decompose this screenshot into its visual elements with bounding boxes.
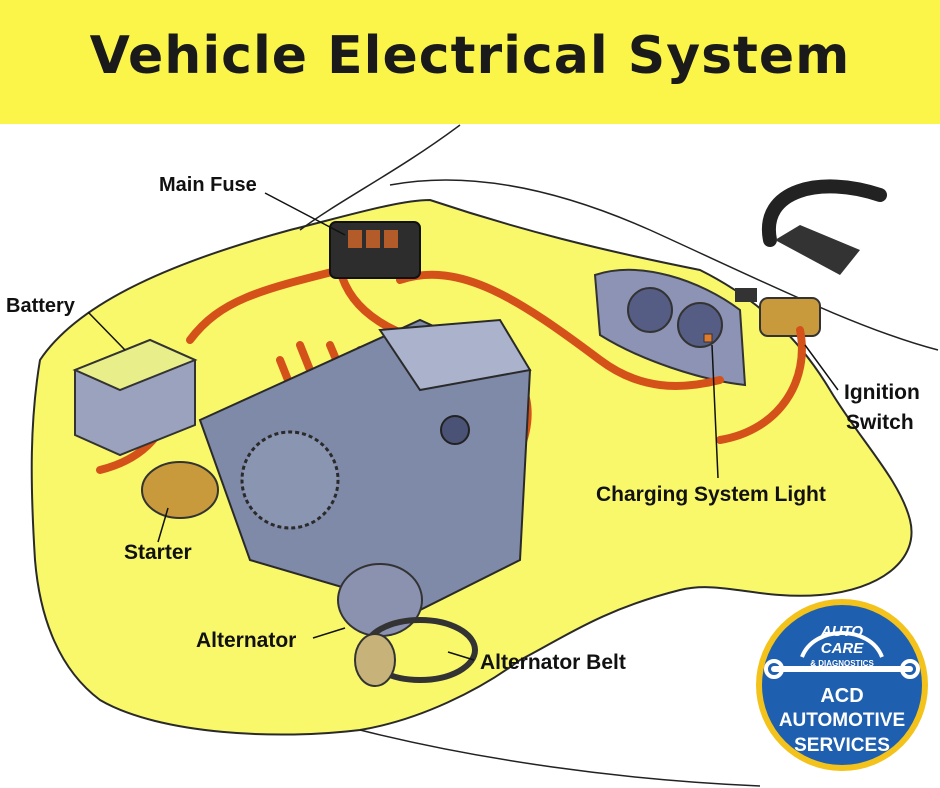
- label-ignition-switch-line1: Ignition: [844, 381, 920, 404]
- starter: [141, 461, 219, 519]
- gauge-right: [677, 302, 723, 348]
- label-alternator: Alternator: [196, 629, 297, 652]
- logo-badge-line2: CARE: [820, 640, 864, 657]
- ignition-key: [735, 288, 757, 302]
- ignition-switch-body: [759, 297, 821, 337]
- timing-gear: [240, 430, 340, 530]
- label-starter: Starter: [124, 541, 192, 564]
- page-title: Vehicle Electrical System: [89, 26, 851, 86]
- steering-wheel: [761, 179, 887, 247]
- label-main-fuse: Main Fuse: [159, 174, 257, 196]
- label-alternator-belt: Alternator Belt: [480, 651, 626, 674]
- logo-line2: AUTOMOTIVE: [778, 710, 906, 731]
- label-battery: Battery: [6, 295, 75, 317]
- gauge-left: [627, 287, 673, 333]
- logo-line3: SERVICES: [794, 735, 890, 756]
- alternator: [337, 563, 423, 637]
- acd-logo: [756, 599, 928, 771]
- logo-badge-line3: & DIAGNOSTICS: [810, 659, 874, 668]
- logo-line1: ACD: [820, 685, 864, 707]
- windshield-outline: [389, 179, 939, 351]
- steering-column: [775, 225, 860, 275]
- label-charging-system-light: Charging System Light: [596, 483, 826, 506]
- engine-block: [198, 318, 532, 612]
- title-banner: Vehicle Electrical System: [0, 0, 940, 124]
- charging-system-light-indicator: [703, 333, 713, 343]
- bumper-outline: [359, 729, 761, 787]
- logo-badge-line1: AUTO: [820, 623, 864, 640]
- label-ignition-switch-line2: Switch: [846, 411, 914, 434]
- leader-lines: [87, 192, 839, 661]
